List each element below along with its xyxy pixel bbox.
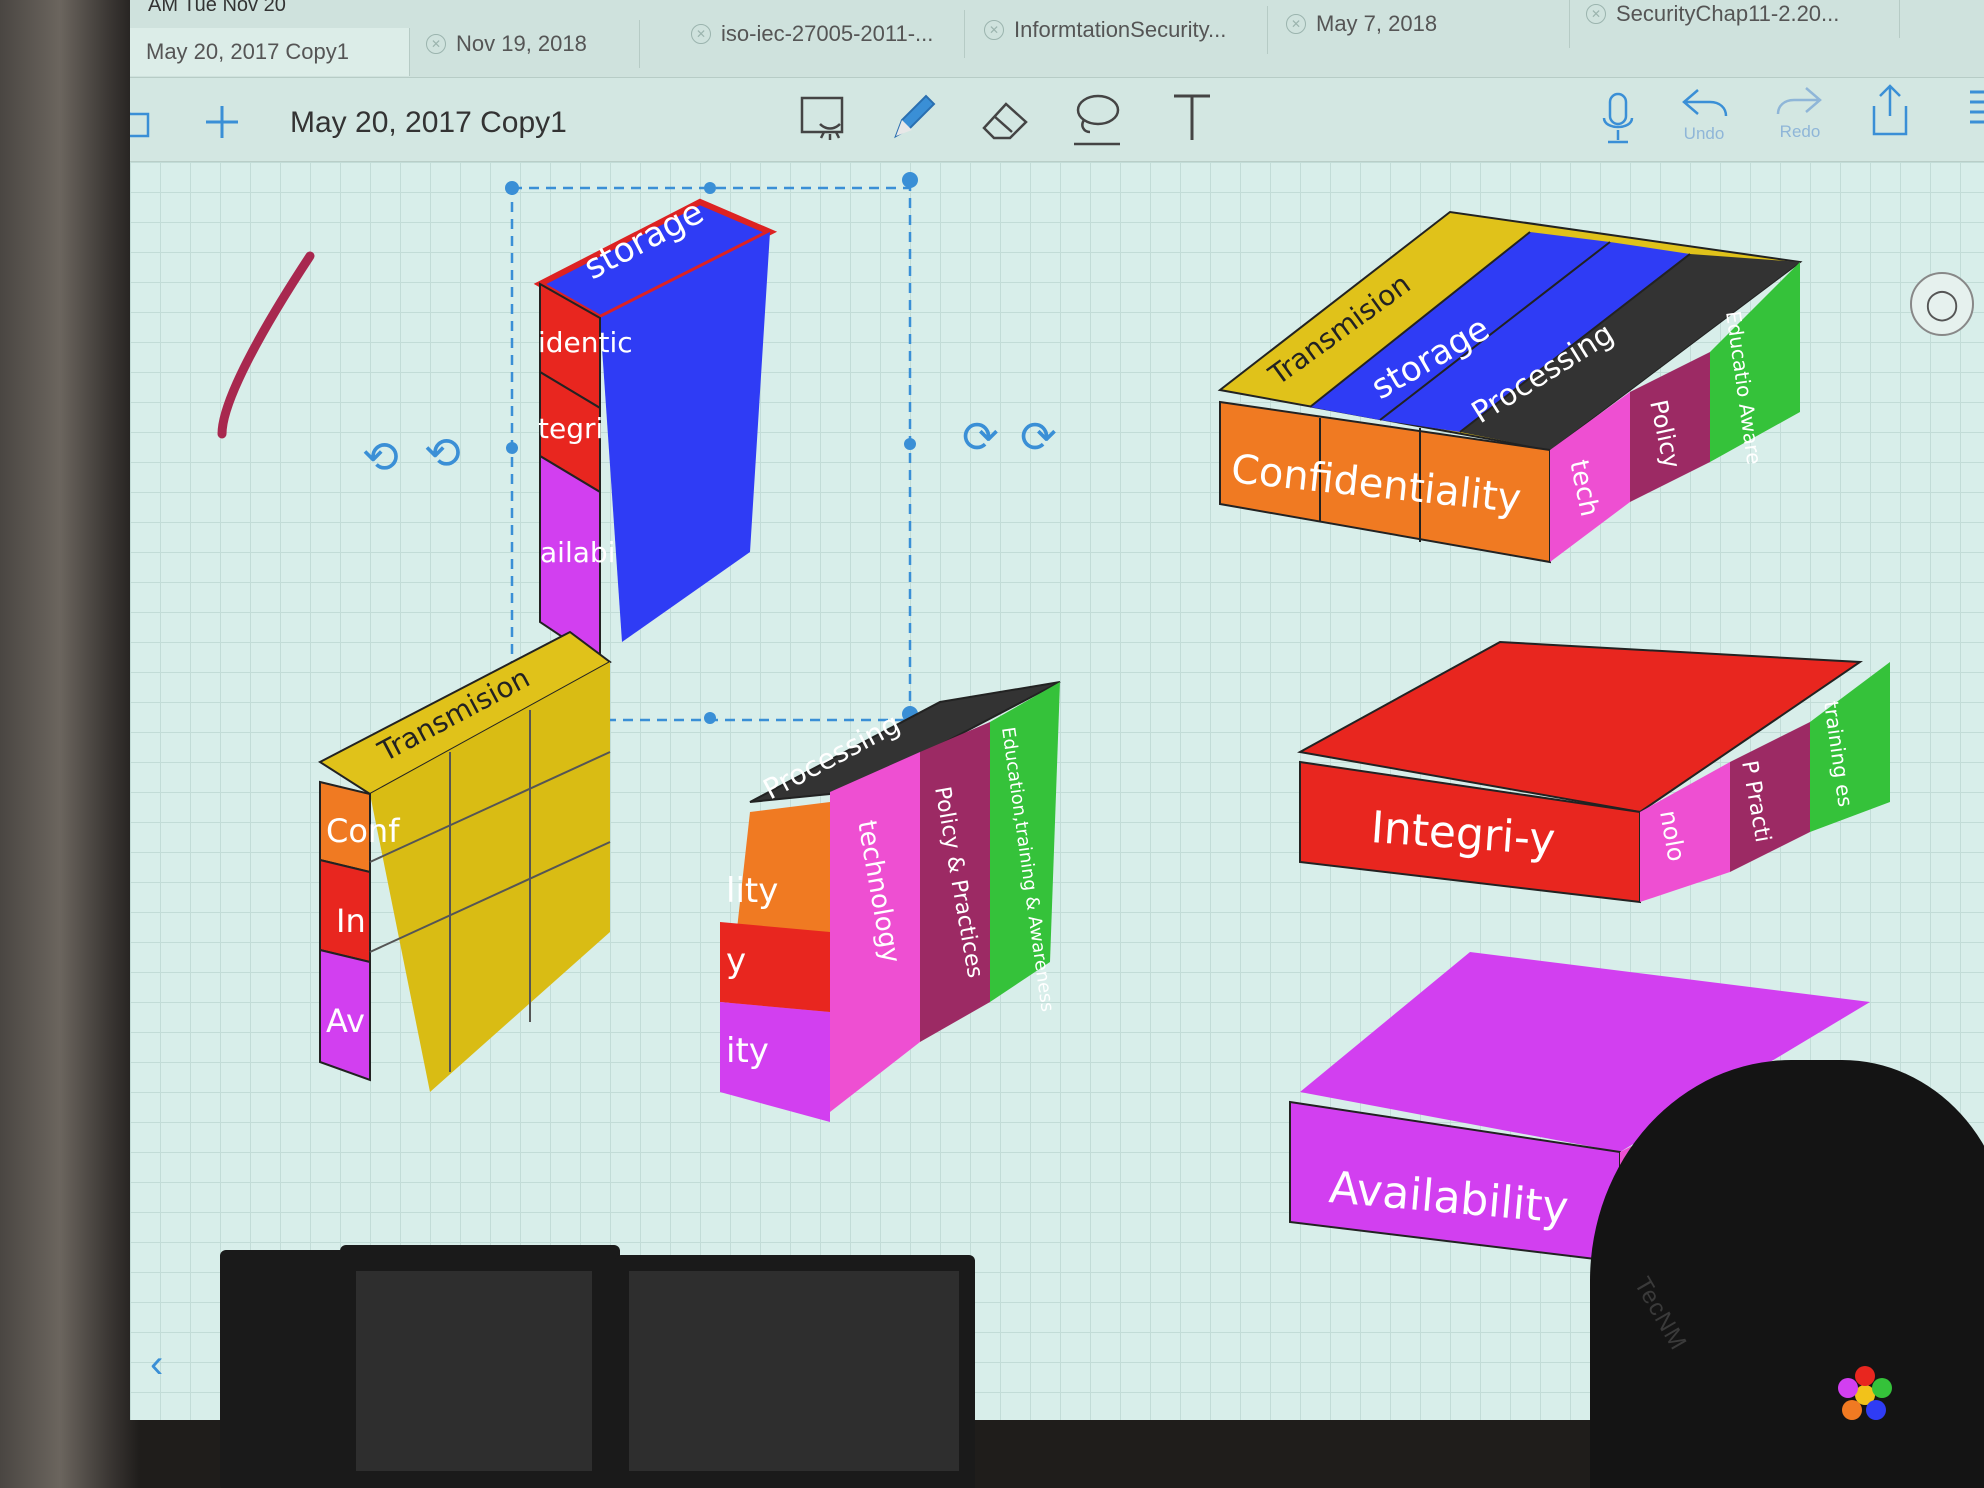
microphone-icon[interactable] (1600, 90, 1636, 146)
education-face (990, 682, 1060, 1002)
stray-pen-stroke (217, 251, 315, 439)
selection-handle (704, 182, 716, 194)
tab-label: May 7, 2018 (1316, 11, 1438, 36)
audience-member-head (1590, 1060, 1984, 1488)
menu-icon[interactable] (1966, 84, 1984, 128)
tab-label: InformtationSecurity... (1014, 17, 1227, 42)
tab-label: SecurityChap11-2.20... (1616, 1, 1840, 26)
lity-partial-label: lity (726, 871, 778, 911)
tab-informtation-security[interactable]: ✕ InformtationSecurity... (968, 6, 1268, 54)
presentation-mode-icon[interactable] (798, 94, 850, 144)
selection-handle (505, 181, 519, 195)
tab-security-chap11[interactable]: ✕ SecurityChap11-2.20... (1570, 0, 1900, 38)
projected-screen: May 20, 2017 Copy1 ✕ Nov 19, 2018 ✕ iso-… (130, 0, 1984, 1420)
rotate-left-icon: ⟲ (362, 433, 399, 482)
tab-iso-iec-27005[interactable]: ✕ iso-iec-27005-2011-... (675, 10, 965, 58)
in-partial-label: In (336, 902, 366, 940)
transmission-slice-cube: Transmision Conf In Av (318, 630, 612, 1092)
availability-top-face (1300, 952, 1870, 1152)
close-icon[interactable]: ✕ (691, 24, 711, 44)
integrity-slice-cube: Integri-y nolo P Practi training es (1297, 640, 1890, 904)
integrity-partial-label: tegri (538, 412, 603, 445)
rotate-right-alt-icon: ⟳ (1020, 413, 1057, 462)
redo-label: Redo (1779, 122, 1821, 141)
foreground-monitor-right (615, 1255, 975, 1488)
tab-bar: May 20, 2017 Copy1 ✕ Nov 19, 2018 ✕ iso-… (130, 0, 1984, 78)
storage-slice-cube: storage identic tegri ailabi (533, 192, 778, 664)
toolbar: May 20, 2017 Copy1 Undo (130, 78, 1984, 162)
full-cube: Transmision storage Processing Confident… (1217, 210, 1803, 564)
technology-face (830, 752, 920, 1112)
selection-handle (904, 438, 916, 450)
rotate-left-alt-icon: ⟲ (424, 429, 461, 478)
y-partial-label: y (726, 941, 746, 981)
tab-may-7-2018[interactable]: ✕ May 7, 2018 (1270, 0, 1570, 48)
policy-face (920, 722, 990, 1042)
add-page-button[interactable] (202, 102, 242, 142)
storage-side-face (600, 232, 770, 642)
tab-label: iso-iec-27005-2011-... (721, 21, 934, 46)
tab-label: May 20, 2017 Copy1 (146, 39, 350, 64)
lasso-selection[interactable]: ⟲ ⟲ ⟳ ⟳ (362, 172, 1057, 724)
ity-partial-label: ity (726, 1031, 769, 1071)
tab-nov-19-2018[interactable]: ✕ Nov 19, 2018 (410, 20, 640, 68)
close-icon[interactable]: ✕ (1586, 4, 1606, 24)
redo-button[interactable]: Redo (1774, 84, 1826, 142)
av-partial-label: Av (326, 1002, 365, 1040)
rotate-right-icon: ⟳ (962, 413, 999, 462)
text-tool-icon[interactable] (1170, 90, 1214, 142)
selection-handle (704, 712, 716, 724)
processing-slice-cube: Processing lity y ity technology Policy … (720, 681, 1061, 1122)
close-icon[interactable]: ✕ (984, 20, 1004, 40)
tab-may-20-2017-copy1[interactable]: May 20, 2017 Copy1 (130, 28, 410, 76)
status-bar-clock: AM Tue Nov 20 (148, 0, 286, 16)
lasso-bubble-icon[interactable]: ◯ (1910, 272, 1974, 336)
lasso-tool-icon[interactable] (1070, 90, 1124, 150)
conf-partial-label: Conf (326, 812, 400, 850)
pen-tool-icon[interactable] (888, 92, 938, 144)
close-icon[interactable]: ✕ (426, 34, 446, 54)
folder-icon[interactable] (130, 104, 150, 138)
previous-page-arrow-icon[interactable]: ‹ (150, 1342, 164, 1386)
notebook-canvas[interactable]: storage identic tegri ailabi ⟲ (130, 162, 1984, 1420)
undo-label: Undo (1683, 124, 1725, 143)
availability-face (319, 948, 371, 1082)
close-icon[interactable]: ✕ (1286, 14, 1306, 34)
transmission-side-face (370, 662, 610, 1092)
selection-handle (506, 442, 518, 454)
selection-handle (902, 172, 918, 188)
integrity-top-face (1297, 640, 1863, 814)
flower-badge-icon (1838, 1366, 1892, 1420)
eraser-tool-icon[interactable] (978, 94, 1032, 144)
foreground-monitor-left (220, 1250, 360, 1488)
identity-label: identic (538, 326, 633, 359)
undo-button[interactable]: Undo (1678, 86, 1730, 144)
availability-partial-label: ailabi (540, 536, 615, 569)
foreground-monitor-center (340, 1245, 620, 1488)
share-icon[interactable] (1870, 82, 1910, 138)
document-title: May 20, 2017 Copy1 (290, 106, 567, 139)
tab-label: Nov 19, 2018 (456, 31, 587, 56)
